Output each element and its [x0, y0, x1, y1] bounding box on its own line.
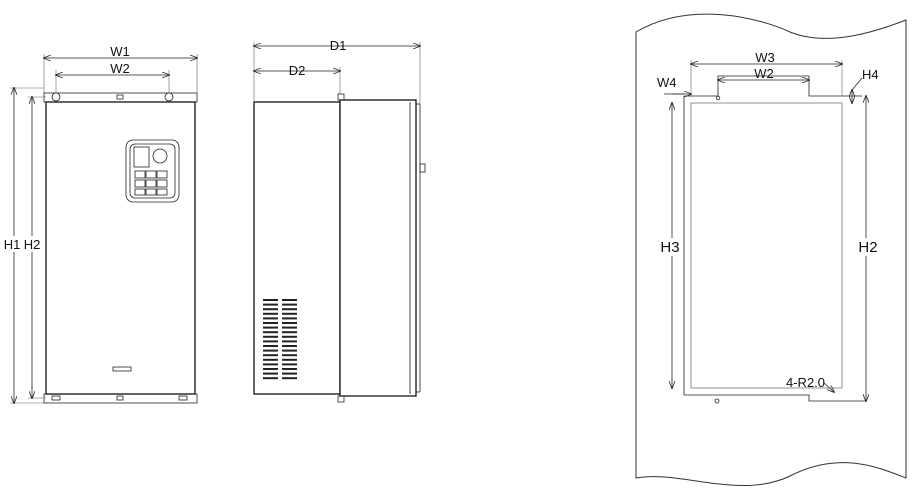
vent-slot	[263, 340, 278, 343]
bottom-bracket-tab	[116, 395, 124, 401]
vent-slot	[263, 308, 278, 311]
vent-slot	[263, 372, 278, 375]
front-enclosure	[45, 101, 196, 395]
vent-slot	[282, 312, 297, 315]
vent-slot	[263, 363, 278, 366]
vent-slot	[263, 322, 278, 324]
mount-hole-top-right	[164, 92, 174, 102]
h3-label: H3	[660, 239, 679, 256]
vent-slot	[282, 331, 297, 334]
vent-slot	[282, 335, 297, 338]
vent-slot	[282, 308, 297, 311]
keypad	[125, 139, 180, 203]
w1-label: W1	[110, 44, 130, 59]
side-vents	[263, 299, 297, 380]
vent-slot	[282, 349, 297, 352]
side-bracket-top	[337, 93, 345, 101]
side-view: D1 D2	[254, 38, 426, 403]
vent-slot	[263, 299, 278, 301]
hole-note: 4-R2.0	[786, 375, 825, 390]
side-bracket-bottom	[337, 395, 345, 403]
vent-slot	[282, 299, 297, 301]
vent-slot	[263, 303, 278, 306]
vent-slot	[263, 331, 278, 334]
vent-slot	[263, 317, 278, 320]
w3-label: W3	[755, 50, 775, 65]
vent-slot	[263, 326, 278, 329]
vent-slot	[263, 368, 278, 370]
h1-label: H1	[4, 237, 21, 252]
vent-slot	[282, 368, 297, 370]
keypad-buttons	[134, 170, 168, 196]
vent-slot	[282, 303, 297, 306]
bottom-hole-right	[178, 395, 188, 401]
vent-slot	[263, 377, 278, 380]
vent-slot	[263, 358, 278, 361]
top-bracket	[43, 92, 198, 103]
h2-front-label: H2	[24, 237, 41, 252]
vent-slot	[263, 349, 278, 352]
vent-slot	[263, 345, 278, 347]
vent-slot	[282, 322, 297, 324]
cutout-rectangle	[690, 102, 843, 389]
mount-hole-top	[715, 95, 721, 101]
bottom-bracket	[43, 393, 198, 404]
h4-label: H4	[862, 67, 879, 82]
vent-slot	[282, 354, 297, 357]
mount-hole-bottom	[714, 398, 720, 404]
side-connector	[419, 163, 426, 173]
vent-slot	[282, 326, 297, 329]
keypad-knob	[152, 148, 168, 164]
h2-mount-label: H2	[858, 239, 877, 256]
w2-mount-label: W2	[754, 66, 774, 81]
top-bracket-tab	[116, 94, 124, 100]
vent-slot	[282, 377, 297, 380]
vent-slot	[263, 335, 278, 338]
vent-slot	[282, 372, 297, 375]
w4-label: W4	[657, 75, 677, 90]
vent-slot	[282, 317, 297, 320]
d1-label: D1	[330, 38, 347, 53]
nameplate-slot	[112, 366, 132, 372]
bottom-hole-left	[51, 395, 61, 401]
vent-slot	[263, 354, 278, 357]
vent-slot	[263, 312, 278, 315]
front-view: W1 W2 H1 H2	[2, 44, 197, 403]
mount-hole-top-left	[51, 92, 61, 102]
keypad-display	[133, 146, 150, 168]
vent-slot	[282, 345, 297, 347]
vent-slot	[282, 358, 297, 361]
w2-label: W2	[110, 61, 130, 76]
d2-label: D2	[289, 63, 306, 78]
mounting-view: W3 W2 W4 H4 H3 H2 4-R2.0	[635, 13, 907, 486]
vent-slot	[282, 363, 297, 366]
vent-slot	[282, 340, 297, 343]
side-front-section	[339, 99, 417, 397]
